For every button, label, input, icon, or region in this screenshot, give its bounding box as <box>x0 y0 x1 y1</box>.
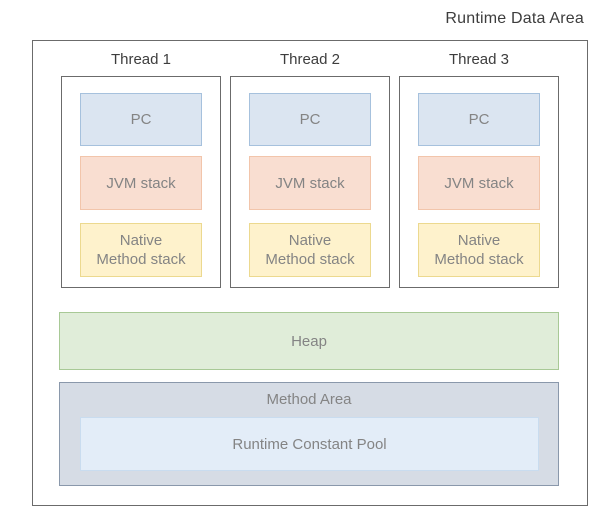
thread-1-native-method-stack-box: Native Method stack <box>80 223 202 277</box>
native-stack-label-line-2: Method stack <box>434 251 524 268</box>
thread-3-header: Thread 3 <box>448 51 510 68</box>
thread-3-box: PC JVM stack Native Method stack <box>399 76 559 288</box>
thread-2-box: PC JVM stack Native Method stack <box>230 76 390 288</box>
thread-2-native-method-stack-box: Native Method stack <box>249 223 371 277</box>
thread-1-pc-box: PC <box>80 93 202 146</box>
native-stack-label-line-1: Native <box>119 232 163 249</box>
runtime-constant-pool-box: Runtime Constant Pool <box>80 417 539 471</box>
thread-1-box: PC JVM stack Native Method stack <box>61 76 221 288</box>
jvm-stack-label: JVM stack <box>444 174 514 192</box>
native-stack-label-line-1: Native <box>288 232 332 249</box>
thread-3-jvm-stack-box: JVM stack <box>418 156 540 210</box>
method-area-box: Method Area Runtime Constant Pool <box>59 382 559 486</box>
native-stack-label-line-1: Native <box>457 232 501 249</box>
thread-2-jvm-stack-box: JVM stack <box>249 156 371 210</box>
thread-1-header: Thread 1 <box>110 51 172 68</box>
thread-2-pc-box: PC <box>249 93 371 146</box>
pc-label: PC <box>130 111 152 128</box>
native-stack-label-line-2: Method stack <box>96 251 186 268</box>
thread-2-header: Thread 2 <box>279 51 341 68</box>
method-area-label: Method Area <box>266 391 352 408</box>
thread-3-native-method-stack-box: Native Method stack <box>418 223 540 277</box>
pc-label: PC <box>468 111 490 128</box>
diagram-title: Runtime Data Area <box>445 10 584 27</box>
heap-box: Heap <box>59 312 559 370</box>
thread-3-pc-box: PC <box>418 93 540 146</box>
runtime-data-area-container: Thread 1 Thread 2 Thread 3 PC JVM stack … <box>32 40 588 506</box>
jvm-stack-label: JVM stack <box>106 174 176 192</box>
native-stack-label-line-2: Method stack <box>265 251 355 268</box>
pc-label: PC <box>299 111 321 128</box>
heap-label: Heap <box>291 332 327 350</box>
thread-1-jvm-stack-box: JVM stack <box>80 156 202 210</box>
runtime-constant-pool-label: Runtime Constant Pool <box>232 435 387 453</box>
jvm-stack-label: JVM stack <box>275 174 345 192</box>
